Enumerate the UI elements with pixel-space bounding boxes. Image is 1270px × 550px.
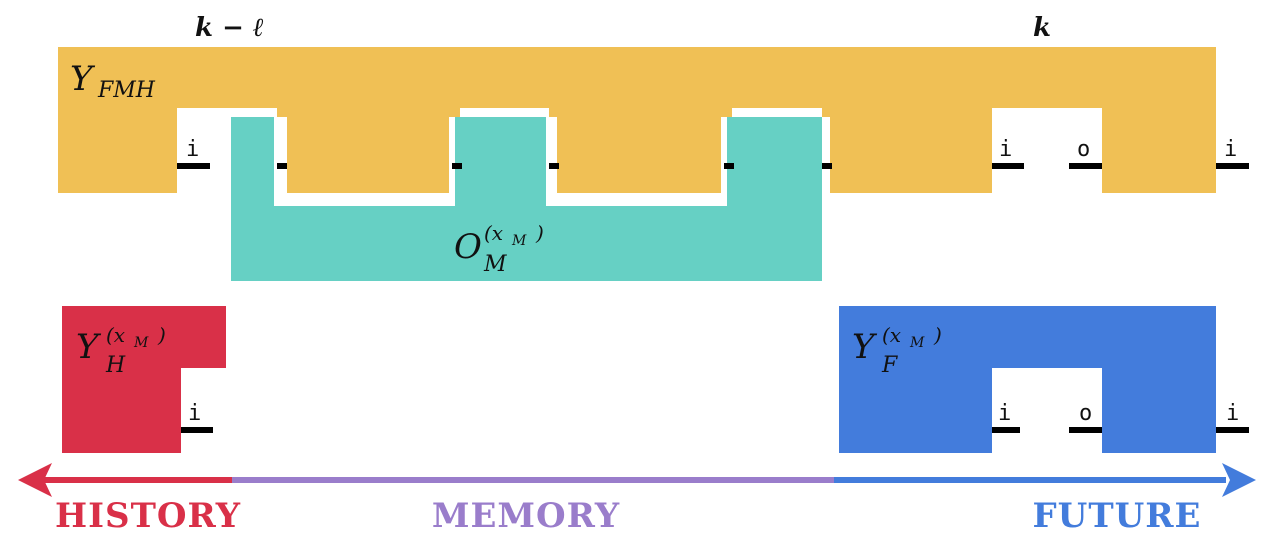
future-label: Υ F (x M )	[852, 323, 942, 378]
memory-op-superscript-close: )	[535, 221, 544, 245]
memory-op-subscript: M	[483, 252, 507, 277]
timeline-label-future: FUTURE	[1033, 496, 1202, 536]
timeline-left-arrowhead	[18, 463, 52, 497]
leg-top-mem-5	[822, 163, 832, 169]
memory-operator-block	[231, 117, 822, 281]
leg-top-history-in	[177, 163, 210, 169]
timeline-label-memory: MEMORY	[432, 496, 620, 536]
timeline-arrow	[18, 463, 1256, 497]
memory-operator-label: O M (x M )	[454, 221, 544, 277]
fmh-subscript: FMH	[97, 78, 156, 103]
future-superscript-sub: M	[909, 335, 925, 351]
leg-future-out	[1069, 427, 1102, 433]
timeline-future-segment	[834, 477, 1226, 483]
history-symbol: Υ	[76, 327, 102, 367]
leg-top-future-in2	[1216, 163, 1249, 169]
future-symbol: Υ	[852, 327, 878, 367]
future-superscript-open: (x	[882, 323, 901, 347]
leg-label-top-future-out: o	[1077, 137, 1090, 162]
leg-top-future-in1	[992, 163, 1024, 169]
future-superscript-close: )	[933, 323, 942, 347]
history-superscript-open: (x	[106, 323, 125, 347]
leg-label-top-future-in1: i	[999, 137, 1012, 162]
leg-label-future-out: o	[1079, 401, 1092, 426]
fmh-label: Υ FMH	[70, 59, 156, 103]
leg-top-mem-2	[452, 163, 462, 169]
leg-label-top-history-in: i	[186, 137, 199, 162]
timeline-label-history: HISTORY	[55, 496, 241, 536]
leg-history-in	[181, 427, 213, 433]
future-subscript: F	[881, 353, 898, 378]
memory-op-symbol: O	[454, 227, 482, 267]
timeline-memory-segment	[232, 477, 834, 483]
leg-label-top-future-in2: i	[1224, 137, 1237, 162]
fmh-block	[58, 47, 1216, 193]
history-block	[62, 306, 226, 453]
leg-future-in1	[992, 427, 1020, 433]
fmh-symbol: Υ	[70, 59, 96, 99]
timeline-history-segment	[40, 477, 232, 483]
timeline-right-arrowhead	[1222, 463, 1256, 497]
history-superscript-sub: M	[133, 335, 149, 351]
leg-top-future-out	[1069, 163, 1102, 169]
history-superscript-close: )	[157, 323, 166, 347]
leg-top-mem-1	[277, 163, 287, 169]
leg-future-in2	[1216, 427, 1249, 433]
leg-label-history-in: i	[188, 401, 201, 426]
memory-op-superscript-open: (x	[484, 221, 503, 245]
time-label-past: k − ℓ	[195, 13, 264, 43]
leg-label-future-in2: i	[1226, 401, 1239, 426]
leg-top-mem-3	[549, 163, 559, 169]
future-block	[839, 306, 1216, 453]
history-subscript: H	[105, 353, 126, 378]
memory-op-superscript-sub: M	[511, 233, 527, 249]
leg-label-future-in1: i	[998, 401, 1011, 426]
leg-top-mem-4	[724, 163, 734, 169]
memory-gap-2	[546, 117, 727, 206]
history-label: Υ H (x M )	[76, 323, 166, 378]
memory-gap-1	[274, 117, 455, 206]
time-label-present: k	[1033, 13, 1051, 43]
